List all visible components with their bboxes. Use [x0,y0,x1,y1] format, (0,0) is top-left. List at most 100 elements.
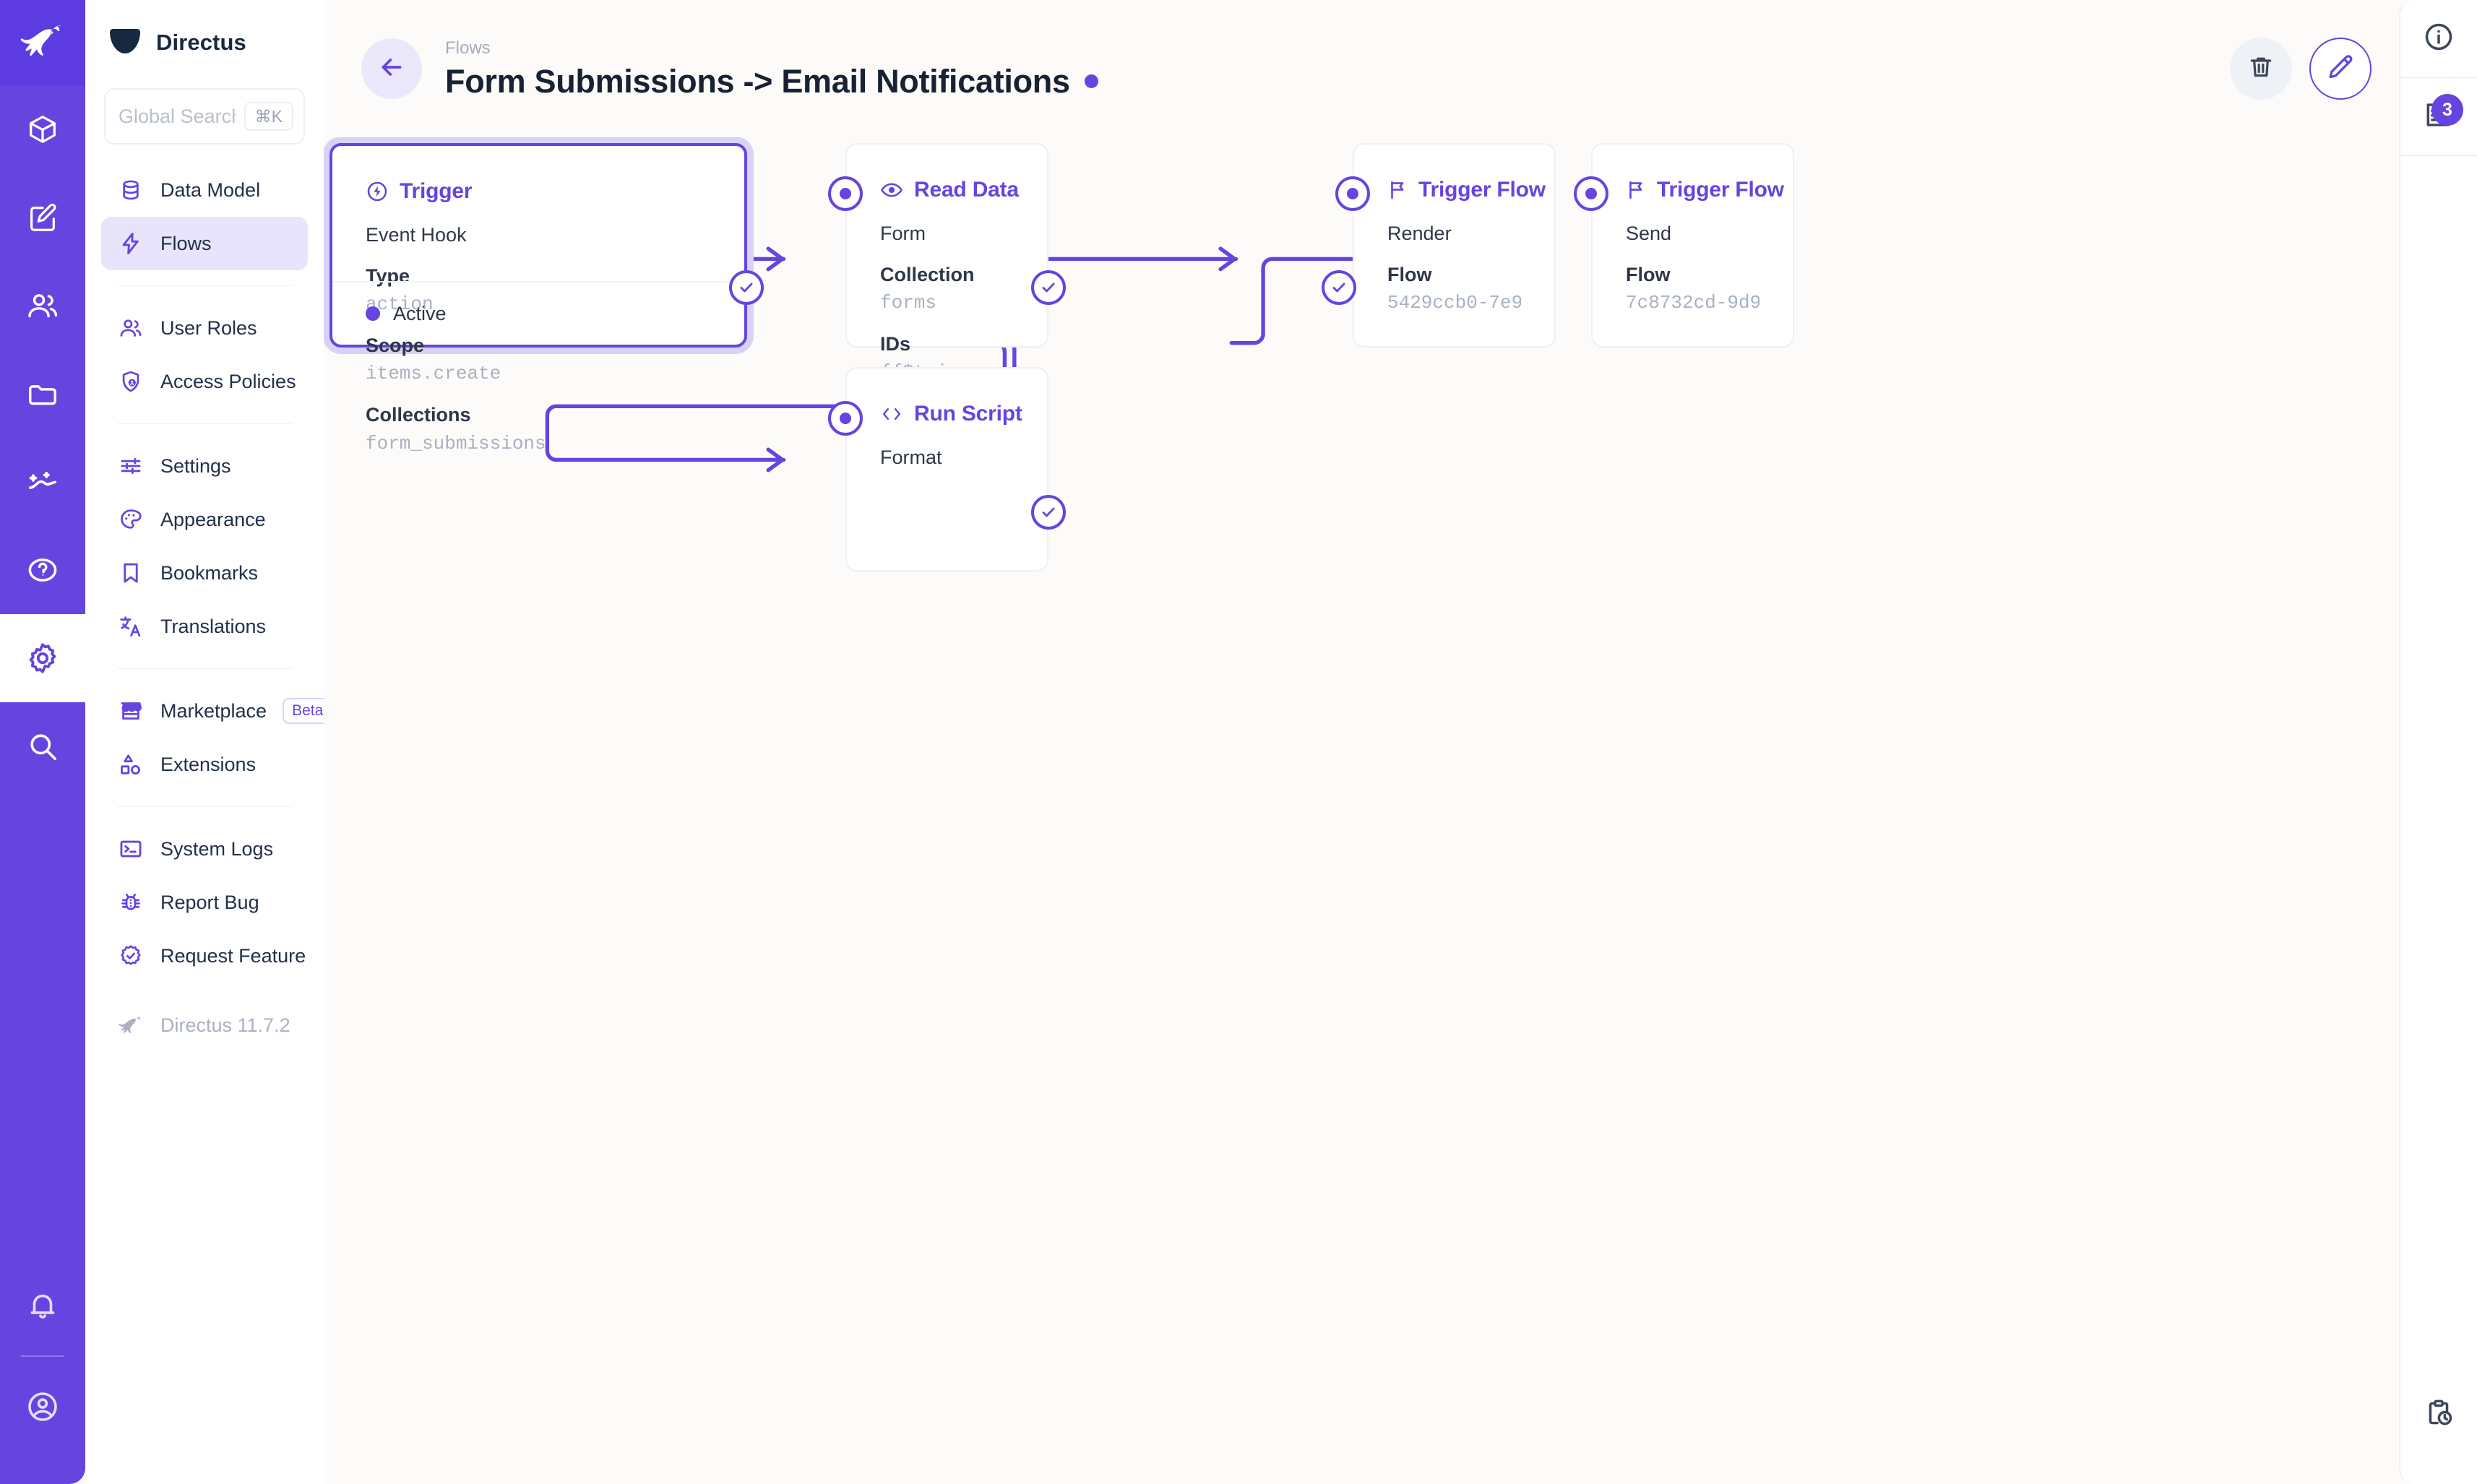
info-circle-icon [2423,21,2455,56]
sidebar-item-label: System Logs [160,837,274,860]
sidebar-divider [117,423,292,424]
rail-item-search[interactable] [0,702,85,790]
field-label: Flow [1626,264,1671,286]
sidebar-item-flows[interactable]: Flows [101,217,308,270]
rail-item-docs[interactable] [0,526,85,614]
field-value: items.create [366,363,501,385]
flow-logs-count-badge: 3 [2431,94,2463,126]
field-label: Collections [366,404,471,426]
delete-flow-button[interactable] [2230,38,2292,100]
flow-node-read-data[interactable]: Read Data Form Collection forms IDs {{$t… [845,143,1048,383]
port-run-script-input[interactable] [828,401,863,436]
sidebar-item-data-model[interactable]: Data Model [101,163,308,217]
sidebar-item-user-roles[interactable]: User Roles [101,301,308,355]
sidebar-item-label: Extensions [160,753,257,775]
bolt-icon [117,230,145,257]
directus-rabbit-icon [117,1011,145,1039]
title-block: Flows Form Submissions -> Email Notifica… [445,37,1098,100]
sidebar-version[interactable]: Directus 11.7.2 [101,998,308,1052]
edit-flow-button[interactable] [2309,38,2372,100]
node-status-label: Active [393,302,447,324]
search-input[interactable]: Global Search ⌘K [104,88,305,144]
node-body: Render Flow 5429ccb0-7e97-4ef5-9d65-2b… [1354,202,1554,317]
rail-item-account[interactable] [0,1363,85,1451]
rail-item-files[interactable] [0,350,85,438]
sidebar-item-marketplace[interactable]: Marketplace Beta [101,684,333,738]
sidebar-item-request-feature[interactable]: Request Feature [101,929,308,983]
node-subtitle: Send [1626,220,1759,248]
pencil-icon [2326,53,2355,85]
port-run-script-output[interactable] [1031,495,1066,530]
directus-logo-button[interactable] [0,0,85,85]
port-trigger-flow-send-input[interactable] [1574,176,1608,211]
sidebar-item-appearance[interactable]: Appearance [101,493,308,546]
port-trigger-flow-render-input[interactable] [1335,176,1370,211]
field-value: 5429ccb0-7e97-4ef5-9d65-2b… [1387,292,1521,314]
drawer-item-revisions[interactable] [2400,1376,2477,1454]
rail-item-content[interactable] [0,85,85,173]
sidebar-item-label: Report Bug [160,891,259,913]
sidebar-item-extensions[interactable]: Extensions [101,738,308,791]
sidebar-title: Directus [156,30,246,55]
sidebar-item-label: Flows [160,232,212,254]
flag-icon [1387,179,1408,201]
breadcrumb[interactable]: Flows [445,38,491,59]
sidebar-item-report-bug[interactable]: Report Bug [101,876,308,929]
sidebar-item-access-policies[interactable]: Access Policies [101,355,308,408]
sidebar-item-bookmarks[interactable]: Bookmarks [101,546,308,600]
rail-divider [21,1355,64,1357]
sidebar-header: Directus [85,0,324,85]
database-icon [117,176,145,204]
clipboard-clock-icon [2423,1397,2455,1433]
node-title-label: Trigger Flow [1418,178,1546,202]
drawer-item-flow-logs[interactable]: 3 [2400,78,2477,156]
user-circle-icon [25,1389,60,1424]
flow-node-trigger-flow-render[interactable]: Trigger Flow Render Flow 5429ccb0-7e97-4… [1353,143,1556,348]
sidebar-item-translations[interactable]: Translations [101,600,308,653]
node-body: Format [847,426,1047,472]
sidebar-item-label: Marketplace [160,699,267,722]
flow-node-trigger-flow-send[interactable]: Trigger Flow Send Flow 7c8732cd-9d9e-44b… [1591,143,1794,348]
trash-icon [2246,53,2275,85]
bell-icon [26,1289,59,1322]
drawer-item-flow-info[interactable] [2400,0,2477,78]
edit-square-icon [26,201,59,234]
rail-item-settings[interactable] [0,614,85,702]
sidebar-item-label: Access Policies [160,370,296,392]
port-trigger-flow-render-output[interactable] [1322,270,1356,305]
flow-canvas[interactable]: Trigger Event Hook Type action Scope ite… [324,137,2399,1484]
shapes-icon [117,751,145,778]
flag-icon [1626,179,1646,201]
back-button[interactable] [361,38,422,99]
rail-item-insights[interactable] [0,438,85,526]
code-brackets-icon [880,405,903,423]
port-read-data-output[interactable] [1031,270,1066,305]
sidebar-item-label: Bookmarks [160,561,259,584]
sidebar-item-label: Data Model [160,178,261,201]
rail-item-notifications[interactable] [0,1261,85,1350]
rail-item-users[interactable] [0,262,85,350]
shield-user-icon [117,368,145,395]
node-subtitle: Render [1387,220,1521,248]
node-subtitle: Event Hook [366,221,711,249]
node-title-label: Trigger [400,179,473,203]
rail-item-editor[interactable] [0,173,85,262]
port-trigger-output[interactable] [729,270,764,305]
flow-node-trigger[interactable]: Trigger Event Hook Type action Scope ite… [329,143,747,454]
node-subtitle: Form [880,220,1014,248]
port-read-data-input[interactable] [828,176,863,211]
node-subtitle-label: Form [880,223,926,244]
sidebar-item-system-logs[interactable]: System Logs [101,822,308,876]
flow-node-run-script[interactable]: Run Script Format [845,367,1048,571]
directus-rabbit-logo [20,23,65,63]
node-field: Collection forms [880,261,1014,317]
sidebar-divider [117,806,292,807]
sidebar-item-settings[interactable]: Settings [101,439,308,493]
node-title-label: Run Script [914,402,1022,426]
title-row: Form Submissions -> Email Notifications [445,63,1098,100]
arrow-left-icon [377,53,406,85]
status-badge [1084,74,1098,89]
eye-icon [880,178,903,202]
search-shortcut-badge: ⌘K [244,101,293,131]
sidebar-item-label: Settings [160,454,231,477]
